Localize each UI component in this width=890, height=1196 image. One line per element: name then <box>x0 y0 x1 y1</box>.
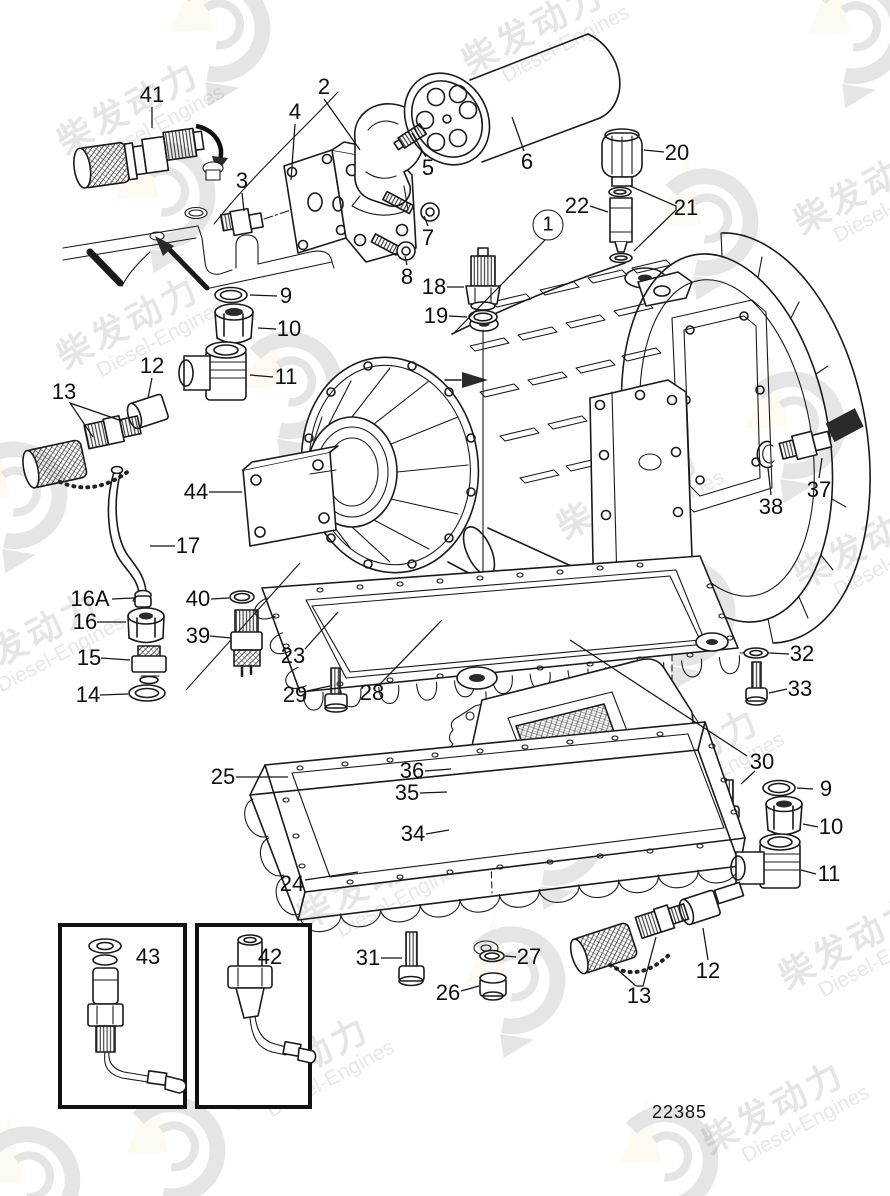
callout-27: 27 <box>516 944 542 969</box>
callout-10: 10 <box>276 316 302 341</box>
callout-25: 25 <box>210 764 236 789</box>
callout-40: 40 <box>185 586 211 611</box>
part-10-nut-bottom <box>765 795 803 836</box>
callout-37: 37 <box>806 477 832 502</box>
callout-42: 42 <box>257 944 283 969</box>
part-18-fitting <box>465 247 501 311</box>
callout-17: 17 <box>175 533 201 558</box>
callout-30: 30 <box>749 749 775 774</box>
part-39-sensor <box>230 609 263 678</box>
callout-5: 5 <box>421 155 435 180</box>
callout-15: 15 <box>76 645 102 670</box>
callout-11: 11 <box>817 861 841 886</box>
part-19-o-ring <box>468 309 498 325</box>
part-12-spacer-bottom <box>678 881 745 926</box>
callout-20: 20 <box>664 140 690 165</box>
part-8-bolt <box>370 233 416 261</box>
callout-13: 13 <box>626 983 652 1008</box>
callout-9: 9 <box>279 283 293 308</box>
drawing-number: 22385 <box>652 1102 708 1122</box>
callout-6: 6 <box>520 149 534 174</box>
callout-9: 9 <box>819 776 833 801</box>
part-5-stud <box>393 123 428 151</box>
callout-41: 41 <box>139 82 165 107</box>
callout-28: 28 <box>359 680 385 705</box>
part-11-elbow-bottom <box>730 833 801 889</box>
callout-11: 11 <box>274 364 298 389</box>
callout-16A: 16A <box>70 586 110 611</box>
callout-3: 3 <box>235 168 249 193</box>
callout-38: 38 <box>758 494 784 519</box>
callout-35: 35 <box>394 780 420 805</box>
callout-33: 33 <box>787 676 813 701</box>
callout-39: 39 <box>185 623 211 648</box>
callout-22: 22 <box>564 193 590 218</box>
part-16-nut <box>127 607 165 644</box>
callout-18: 18 <box>421 274 447 299</box>
callout-43: 43 <box>135 944 161 969</box>
part-15-fitting <box>131 645 167 685</box>
callout-44: 44 <box>183 479 209 504</box>
part-12-spacer-top <box>126 393 169 430</box>
part-40-o-ring <box>229 590 255 604</box>
part-16A-plug <box>134 589 152 608</box>
callout-12: 12 <box>139 353 165 378</box>
callout-13: 13 <box>51 379 77 404</box>
callout-16: 16 <box>72 609 98 634</box>
callout-12: 12 <box>695 958 721 983</box>
callout-7: 7 <box>421 225 435 250</box>
part-9-o-ring-bottom <box>762 779 796 797</box>
callout-21: 21 <box>673 195 699 220</box>
callout-14: 14 <box>75 682 101 707</box>
part-29-bolt <box>324 667 348 713</box>
part-14-washer <box>128 684 166 702</box>
callout-4: 4 <box>288 99 302 124</box>
callout-23: 23 <box>280 643 306 668</box>
callout-8: 8 <box>400 264 414 289</box>
callout-10: 10 <box>818 814 844 839</box>
callout-19: 19 <box>423 303 449 328</box>
callout-1: 1 <box>532 209 564 241</box>
callout-32: 32 <box>789 641 815 666</box>
callout-34: 34 <box>400 821 426 846</box>
part-6-filter-canister <box>403 33 621 166</box>
callout-24: 24 <box>279 871 305 896</box>
part-31-bolt <box>398 931 425 987</box>
callout-36: 36 <box>399 758 425 783</box>
callout-29: 29 <box>282 682 308 707</box>
callout-2: 2 <box>317 74 331 99</box>
callout-26: 26 <box>435 980 461 1005</box>
callout-31: 31 <box>355 945 381 970</box>
part-7-bolt <box>382 190 440 222</box>
